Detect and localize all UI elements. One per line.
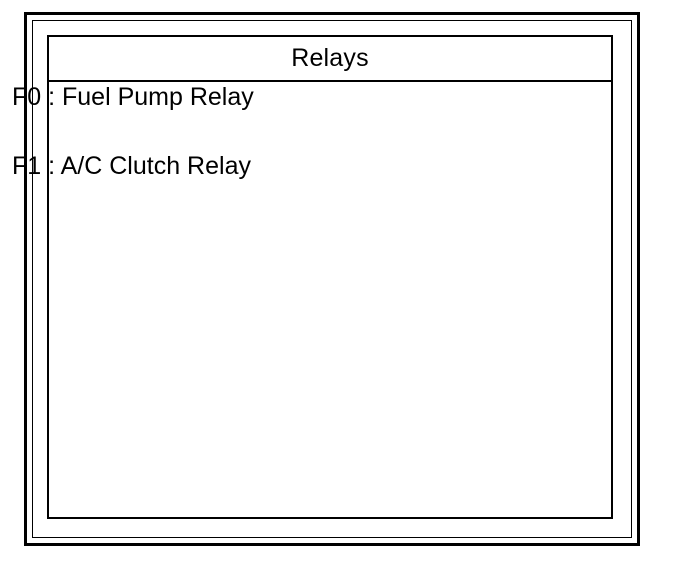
relay-item-f1: F1 : A/C Clutch Relay xyxy=(12,152,251,180)
relays-panel: Relays xyxy=(47,35,613,519)
panel-title: Relays xyxy=(49,37,611,82)
inner-frame xyxy=(32,20,632,538)
relay-list: F0 : Fuel Pump Relay F1 : A/C Clutch Rel… xyxy=(12,82,678,181)
relay-item-f0: F0 : Fuel Pump Relay xyxy=(12,83,254,111)
